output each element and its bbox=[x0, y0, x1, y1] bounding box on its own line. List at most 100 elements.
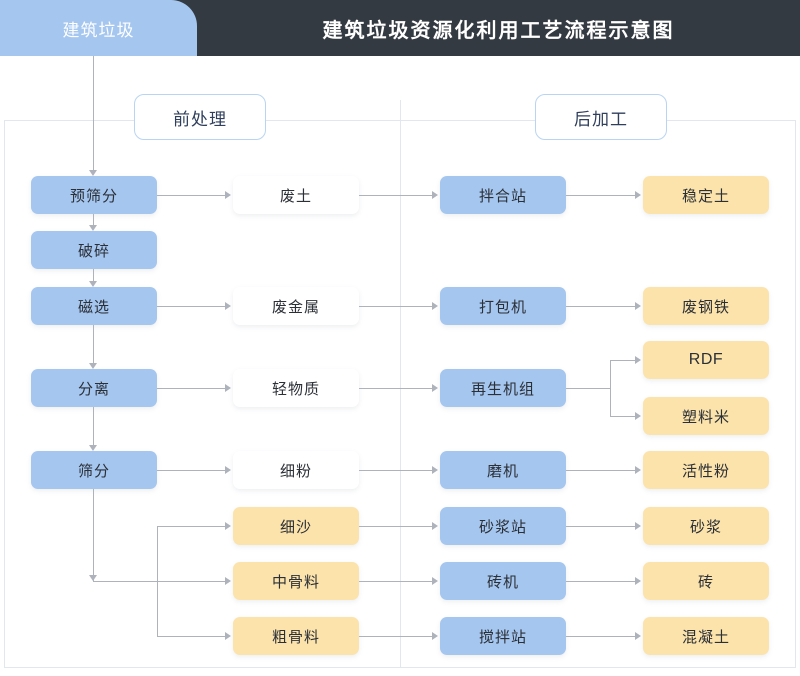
arrowhead-mid-aggregate-to-brick-machine bbox=[432, 577, 438, 585]
node-waste-metal[interactable]: 废金属 bbox=[233, 287, 359, 325]
arrowhead-regeneration-unit-to-rdf bbox=[635, 356, 641, 364]
arrowhead-separate-to-light-matter bbox=[225, 384, 231, 392]
node-crush-label: 破碎 bbox=[77, 242, 110, 260]
node-light-matter[interactable]: 轻物质 bbox=[233, 369, 359, 407]
arrowhead-input-to-pre-screen bbox=[89, 170, 97, 176]
arrowhead-bus-to-fine-sand bbox=[225, 522, 231, 530]
node-screen-label: 筛分 bbox=[77, 462, 110, 480]
node-coarse-aggregate-label: 粗骨料 bbox=[271, 628, 320, 646]
node-waste-soil[interactable]: 废土 bbox=[233, 176, 359, 214]
node-waste-soil-label: 废土 bbox=[279, 187, 312, 205]
node-mortar-station-label: 砂浆站 bbox=[478, 518, 527, 536]
node-screen[interactable]: 筛分 bbox=[31, 451, 157, 489]
connector-regeneration-unit-to-plastic-pellets bbox=[610, 416, 635, 417]
node-mixing-station-label: 拌合站 bbox=[478, 187, 527, 205]
node-brick-label: 砖 bbox=[697, 573, 714, 591]
connector-bus-to-fine-sand bbox=[157, 526, 225, 527]
arrowhead-coarse-aggregate-to-concrete-mixer bbox=[432, 632, 438, 640]
arrowhead-magnetic-to-separate bbox=[89, 363, 97, 369]
node-baler-label: 打包机 bbox=[478, 298, 527, 316]
node-magnetic[interactable]: 磁选 bbox=[31, 287, 157, 325]
node-concrete-label: 混凝土 bbox=[681, 628, 730, 646]
node-concrete-mixer[interactable]: 搅拌站 bbox=[440, 617, 566, 655]
connector-separate-to-screen bbox=[93, 407, 94, 445]
connector-magnetic-to-separate bbox=[93, 325, 94, 363]
node-scrap-steel[interactable]: 废钢铁 bbox=[643, 287, 769, 325]
node-regeneration-unit[interactable]: 再生机组 bbox=[440, 369, 566, 407]
connector-pre-screen-to-waste-soil bbox=[157, 195, 225, 196]
connector-mill-to-active-powder bbox=[566, 470, 635, 471]
arrowhead-pre-screen-to-crush bbox=[89, 225, 97, 231]
connector-screen-to-aggregate-bus bbox=[93, 489, 94, 581]
node-mortar[interactable]: 砂浆 bbox=[643, 507, 769, 545]
node-fine-sand[interactable]: 细沙 bbox=[233, 507, 359, 545]
connector-magnetic-to-waste-metal bbox=[157, 306, 225, 307]
node-mid-aggregate-label: 中骨料 bbox=[271, 573, 320, 591]
section-label-pretreatment: 前处理 bbox=[134, 94, 266, 140]
section-label-postprocessing: 后加工 bbox=[535, 94, 667, 140]
page-title: 建筑垃圾资源化利用工艺流程示意图 bbox=[322, 19, 675, 42]
arrowhead-waste-metal-to-baler bbox=[432, 302, 438, 310]
connector-bus-to-coarse-aggregate bbox=[157, 636, 225, 637]
connector-mixing-station-to-stabilized-soil bbox=[566, 195, 635, 196]
connector-aggregate-riser bbox=[157, 526, 158, 636]
node-separate-label: 分离 bbox=[77, 380, 110, 398]
arrowhead-mill-to-active-powder bbox=[635, 466, 641, 474]
arrowhead-waste-soil-to-mixing-station bbox=[432, 191, 438, 199]
node-stabilized-soil[interactable]: 稳定土 bbox=[643, 176, 769, 214]
node-plastic-pellets-label: 塑料米 bbox=[681, 408, 730, 426]
node-mid-aggregate[interactable]: 中骨料 bbox=[233, 562, 359, 600]
arrowhead-pre-screen-to-waste-soil bbox=[225, 191, 231, 199]
node-brick-machine[interactable]: 砖机 bbox=[440, 562, 566, 600]
node-fine-sand-label: 细沙 bbox=[279, 518, 312, 536]
arrowhead-light-matter-to-regeneration-unit bbox=[432, 384, 438, 392]
connector-mortar-station-to-mortar bbox=[566, 526, 635, 527]
node-mill[interactable]: 磨机 bbox=[440, 451, 566, 489]
node-stabilized-soil-label: 稳定土 bbox=[681, 187, 730, 205]
arrowhead-brick-machine-to-brick bbox=[635, 577, 641, 585]
node-mortar-label: 砂浆 bbox=[689, 518, 722, 536]
node-mixing-station[interactable]: 拌合站 bbox=[440, 176, 566, 214]
node-concrete[interactable]: 混凝土 bbox=[643, 617, 769, 655]
arrowhead-regeneration-unit-to-plastic-pellets bbox=[635, 412, 641, 420]
connector-crush-to-magnetic bbox=[93, 269, 94, 281]
node-mortar-station[interactable]: 砂浆站 bbox=[440, 507, 566, 545]
connector-fine-powder-to-mill bbox=[359, 470, 432, 471]
node-fine-powder[interactable]: 细粉 bbox=[233, 451, 359, 489]
arrowhead-mortar-station-to-mortar bbox=[635, 522, 641, 530]
node-baler[interactable]: 打包机 bbox=[440, 287, 566, 325]
node-brick-machine-label: 砖机 bbox=[486, 573, 519, 591]
node-scrap-steel-label: 废钢铁 bbox=[681, 298, 730, 316]
section-label-pretreatment-text: 前处理 bbox=[173, 109, 227, 129]
node-crush[interactable]: 破碎 bbox=[31, 231, 157, 269]
arrowhead-bus-to-mid-aggregate bbox=[225, 577, 231, 585]
node-active-powder[interactable]: 活性粉 bbox=[643, 451, 769, 489]
node-concrete-mixer-label: 搅拌站 bbox=[478, 628, 527, 646]
connector-regeneration-unit-split bbox=[610, 360, 611, 416]
node-fine-powder-label: 细粉 bbox=[279, 462, 312, 480]
connector-regeneration-unit-to-rdf bbox=[610, 360, 635, 361]
connector-concrete-mixer-to-concrete bbox=[566, 636, 635, 637]
node-separate[interactable]: 分离 bbox=[31, 369, 157, 407]
node-coarse-aggregate[interactable]: 粗骨料 bbox=[233, 617, 359, 655]
node-active-powder-label: 活性粉 bbox=[681, 462, 730, 480]
connector-regeneration-unit-stem bbox=[566, 388, 610, 389]
connector-separate-to-light-matter bbox=[157, 388, 225, 389]
node-rdf[interactable]: RDF bbox=[643, 341, 769, 379]
arrowhead-screen-to-fine-powder bbox=[225, 466, 231, 474]
node-brick[interactable]: 砖 bbox=[643, 562, 769, 600]
connector-pre-screen-to-crush bbox=[93, 214, 94, 225]
node-pre-screen[interactable]: 预筛分 bbox=[31, 176, 157, 214]
node-plastic-pellets[interactable]: 塑料米 bbox=[643, 397, 769, 435]
arrowhead-mixing-station-to-stabilized-soil bbox=[635, 191, 641, 199]
connector-light-matter-to-regeneration-unit bbox=[359, 388, 432, 389]
arrowhead-separate-to-screen bbox=[89, 445, 97, 451]
connector-brick-machine-to-brick bbox=[566, 581, 635, 582]
connector-input-to-pre-screen bbox=[93, 56, 94, 170]
connector-waste-metal-to-baler bbox=[359, 306, 432, 307]
header-tab[interactable]: 建筑垃圾 bbox=[0, 0, 197, 56]
arrowhead-crush-to-magnetic bbox=[89, 281, 97, 287]
connector-fine-sand-to-mortar-station bbox=[359, 526, 432, 527]
arrowhead-bus-to-coarse-aggregate bbox=[225, 632, 231, 640]
node-pre-screen-label: 预筛分 bbox=[69, 187, 118, 205]
